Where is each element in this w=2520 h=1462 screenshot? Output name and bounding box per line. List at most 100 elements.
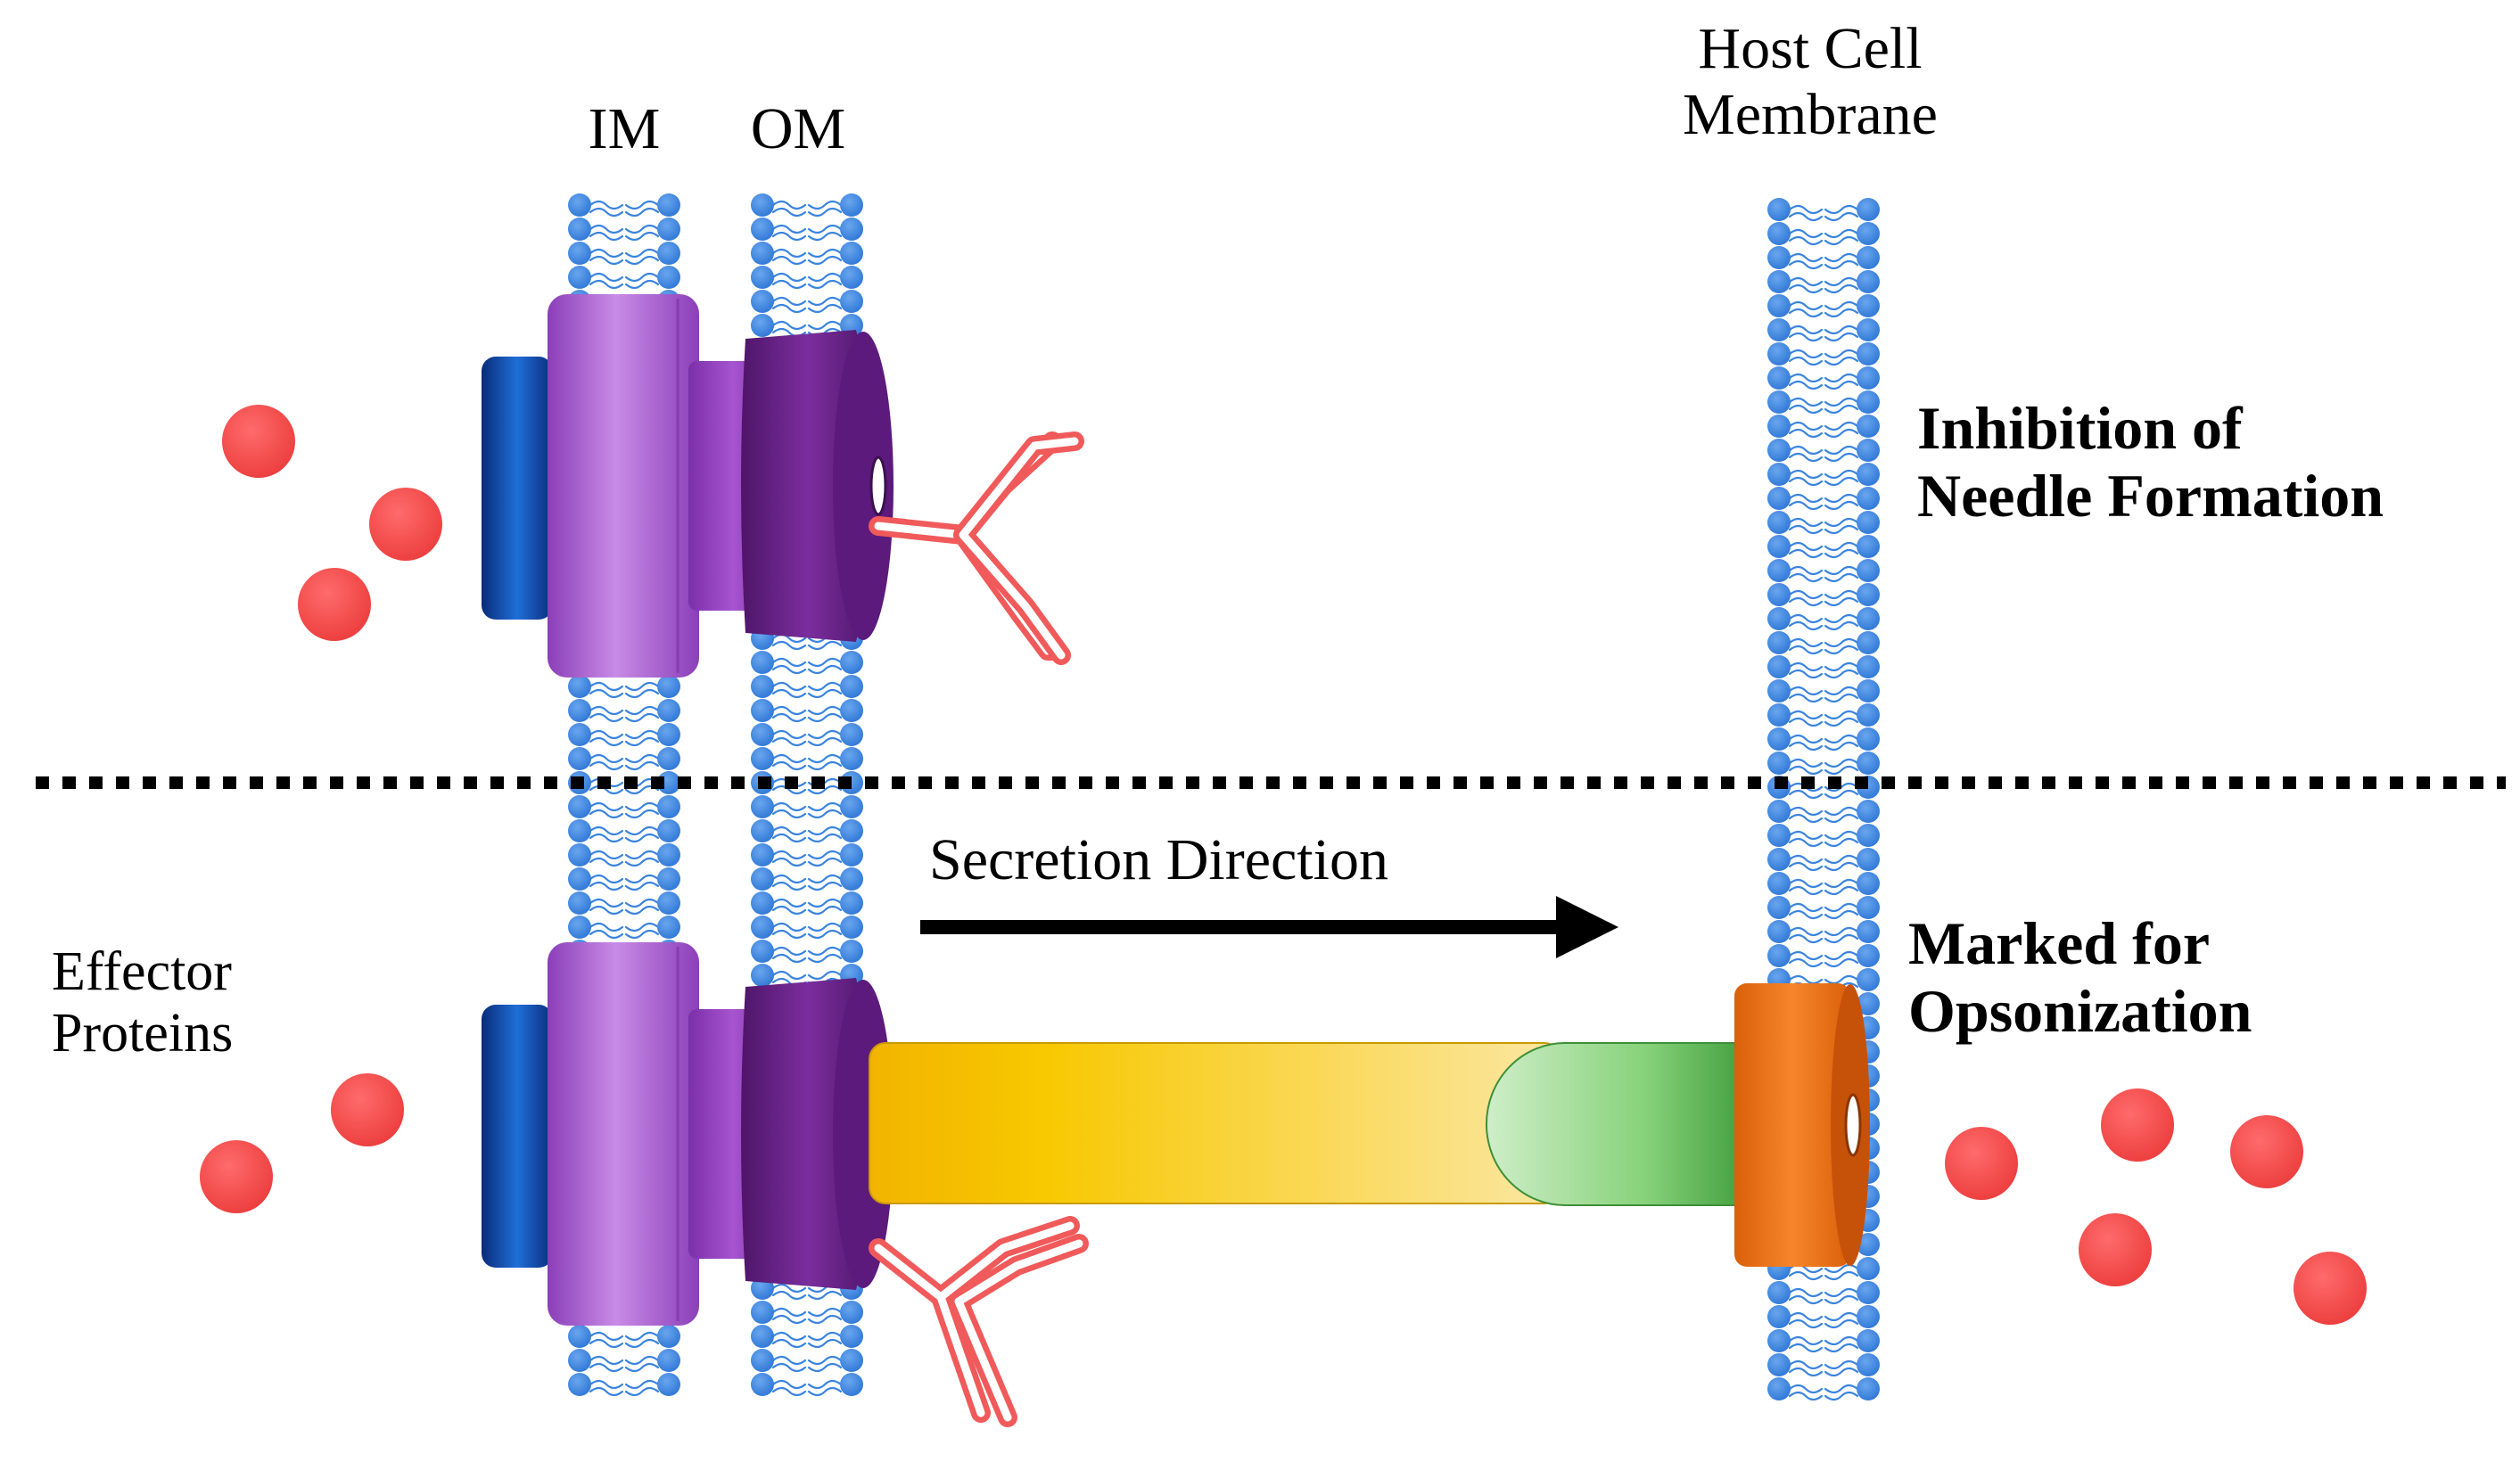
lipid-tail xyxy=(624,801,660,819)
lipid-tail xyxy=(807,946,843,964)
lipid-head xyxy=(1767,824,1791,847)
lipid-head xyxy=(751,193,774,217)
lipid-head xyxy=(751,1349,774,1372)
lipid-head xyxy=(1857,1353,1880,1376)
basal-ring-blue xyxy=(482,357,553,620)
lipid-tail xyxy=(771,272,807,290)
lipid-tail xyxy=(1824,469,1859,487)
lipid-head xyxy=(751,651,774,674)
lipid-head xyxy=(568,1325,591,1348)
lipid-tail xyxy=(589,1379,624,1397)
lipid-head xyxy=(1857,968,1880,991)
lipid-tail xyxy=(1824,324,1859,342)
inhibited-apparatus xyxy=(482,294,894,678)
lipid-head xyxy=(1857,366,1880,390)
lipid-tail xyxy=(1788,661,1824,679)
lipid-tail xyxy=(807,296,843,314)
lipid-head xyxy=(568,891,591,915)
secretion-arrow-group xyxy=(920,896,1618,958)
antibody-upper-b-inner xyxy=(959,437,1079,660)
lipid-head xyxy=(840,675,863,698)
lipid-head xyxy=(840,193,863,217)
lipid-head xyxy=(1767,896,1791,919)
lipid-head xyxy=(840,795,863,818)
lipid-head xyxy=(1857,246,1880,269)
inhibition-label-line1: Inhibition of xyxy=(1917,394,2243,462)
lipid-tail xyxy=(624,850,660,867)
lipid-head xyxy=(840,819,863,842)
lipid-head xyxy=(1857,944,1880,967)
lipid-head xyxy=(1767,848,1791,871)
lipid-tail xyxy=(1824,854,1859,872)
lipid-head xyxy=(1857,1233,1880,1256)
translocon-pore xyxy=(1734,983,1850,1267)
lipid-tail xyxy=(624,729,660,747)
lipid-head xyxy=(1857,342,1880,366)
lipid-head xyxy=(1767,800,1791,823)
lipid-tail xyxy=(807,801,843,819)
lipid-tail xyxy=(1788,373,1824,390)
effector-protein xyxy=(2101,1088,2174,1162)
lipid-head xyxy=(840,266,863,289)
lipid-head xyxy=(568,242,591,265)
lipid-tail xyxy=(1788,493,1824,511)
lipid-head xyxy=(1857,872,1880,895)
lipid-tail xyxy=(771,657,807,675)
lipid-tail xyxy=(1824,421,1859,439)
lipid-head xyxy=(657,916,680,939)
lipid-tail xyxy=(771,248,807,266)
lipid-tail xyxy=(771,874,807,891)
lipid-head xyxy=(840,651,863,674)
lipid-tail xyxy=(771,729,807,747)
lipid-head xyxy=(1857,655,1880,678)
lipid-head xyxy=(568,193,591,217)
lipid-tail xyxy=(624,272,660,290)
lipid-head xyxy=(840,916,863,939)
lipid-tail xyxy=(1824,758,1859,776)
lipid-tail xyxy=(807,224,843,242)
lipid-head xyxy=(751,964,774,987)
lipid-tail xyxy=(624,1379,660,1397)
antibody-lower xyxy=(869,1216,1080,1423)
lipid-head xyxy=(751,819,774,842)
lipid-tail xyxy=(771,320,807,338)
lipid-tail xyxy=(589,224,624,242)
lipid-tail xyxy=(1824,830,1859,848)
lipid-head xyxy=(1767,655,1791,678)
lipid-head xyxy=(1857,1377,1880,1400)
tip-complex xyxy=(1486,1042,1753,1206)
im-ring-purple xyxy=(548,294,699,678)
lipid-head xyxy=(1857,222,1880,245)
lipid-head xyxy=(1767,944,1791,967)
lipid-head xyxy=(657,242,680,265)
lipid-tail xyxy=(1788,613,1824,631)
lipid-head xyxy=(751,314,774,337)
lipid-tail xyxy=(624,681,660,699)
lipid-head xyxy=(751,891,774,915)
lipid-tail xyxy=(807,681,843,699)
lipid-tail xyxy=(771,681,807,699)
lipid-head xyxy=(568,747,591,770)
antibody-lower-b-inner xyxy=(954,1239,1083,1422)
lipid-head xyxy=(840,723,863,746)
lipid-head xyxy=(568,795,591,818)
lipid-head xyxy=(1857,583,1880,606)
lipid-head xyxy=(1857,198,1880,221)
antibody-upper-b xyxy=(953,431,1084,665)
translocon-opening xyxy=(1844,1093,1862,1157)
lipid-tail xyxy=(1788,1384,1824,1401)
lipid-tail xyxy=(1788,734,1824,752)
lipid-tail xyxy=(771,1283,807,1301)
lipid-head xyxy=(1767,390,1791,414)
lipid-head xyxy=(657,266,680,289)
lipid-head xyxy=(657,675,680,698)
lipid-head xyxy=(751,699,774,722)
lipid-head xyxy=(840,940,863,963)
lipid-head xyxy=(1857,294,1880,317)
lipid-head xyxy=(840,1301,863,1324)
lipid-tail xyxy=(1824,373,1859,390)
lipid-tail xyxy=(589,248,624,266)
lipid-tail xyxy=(1788,1335,1824,1353)
lipid-head xyxy=(1767,752,1791,775)
lipid-head xyxy=(1767,270,1791,293)
